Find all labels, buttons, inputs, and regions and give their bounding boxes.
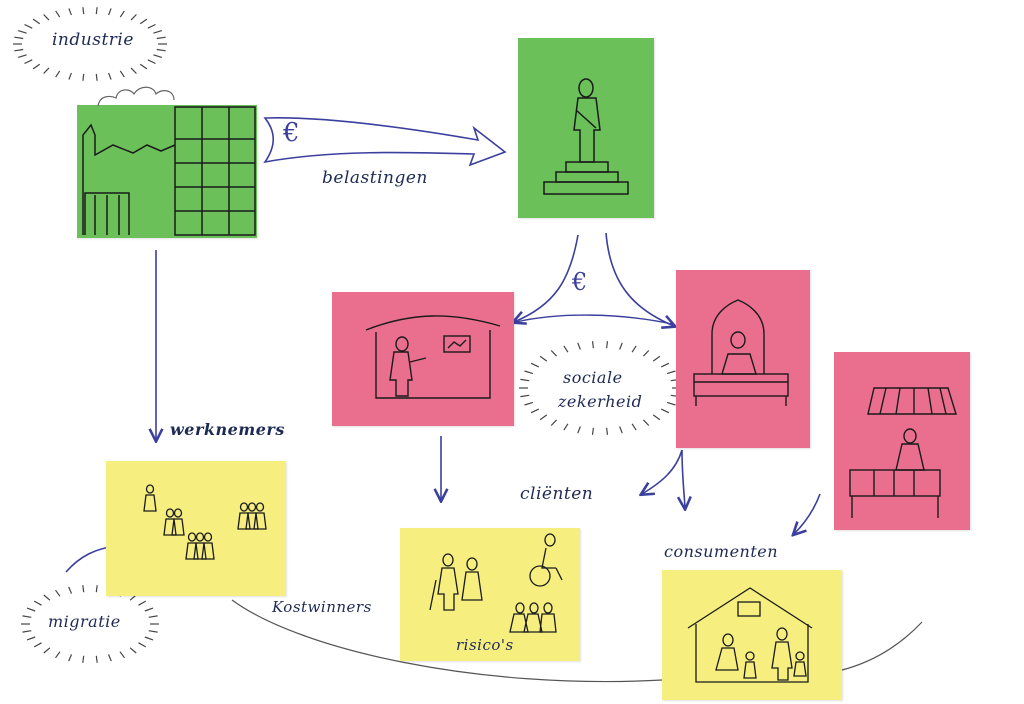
elderly-disabled-children-icon xyxy=(429,533,563,633)
taxes-label: belastingen xyxy=(322,168,428,188)
risks-label: risico's xyxy=(456,636,514,654)
state-note xyxy=(518,38,654,218)
workers-label: werknemers xyxy=(170,420,285,439)
family-group-icon xyxy=(143,484,267,560)
euro-sign-top: € xyxy=(283,118,301,148)
arrow-state-to-teacher xyxy=(514,234,579,322)
teacher-note xyxy=(332,292,514,426)
workers-note xyxy=(106,461,286,596)
household-tail-curve xyxy=(841,621,923,671)
dependents-note: risico's xyxy=(400,528,580,661)
clients-label: cliënten xyxy=(520,484,594,504)
consumers-label: consumenten xyxy=(664,542,779,561)
official-note xyxy=(676,270,810,448)
smoke-icon xyxy=(97,86,175,107)
arrow-official-to-consumers xyxy=(682,449,685,508)
breadwinners-curve xyxy=(231,599,663,683)
household-note xyxy=(662,570,842,700)
counter-official-icon xyxy=(693,299,789,406)
migration-label: migratie xyxy=(48,612,121,631)
household-icon xyxy=(687,587,813,683)
statue-icon xyxy=(543,78,629,195)
taxes-arrow xyxy=(263,117,507,167)
breadwinners-label: Kostwinners xyxy=(272,598,372,616)
teacher-classroom-icon xyxy=(365,315,501,399)
arrow-official-to-clients xyxy=(642,449,683,494)
arrow-state-to-official xyxy=(605,232,674,326)
market-note xyxy=(834,352,970,530)
arrow-market-to-consumers xyxy=(794,493,821,534)
social-security-label-2: zekerheid xyxy=(558,392,643,411)
factory-icon xyxy=(82,106,256,236)
factory-note xyxy=(77,105,257,238)
market-stall-icon xyxy=(849,387,957,518)
arrow-between-services xyxy=(515,314,673,325)
industry-label: industrie xyxy=(52,30,134,50)
social-security-label-1: sociale xyxy=(563,368,623,387)
social-security-cloud xyxy=(519,341,681,435)
euro-sign-middle: € xyxy=(572,268,588,296)
industry-cloud xyxy=(13,7,167,81)
